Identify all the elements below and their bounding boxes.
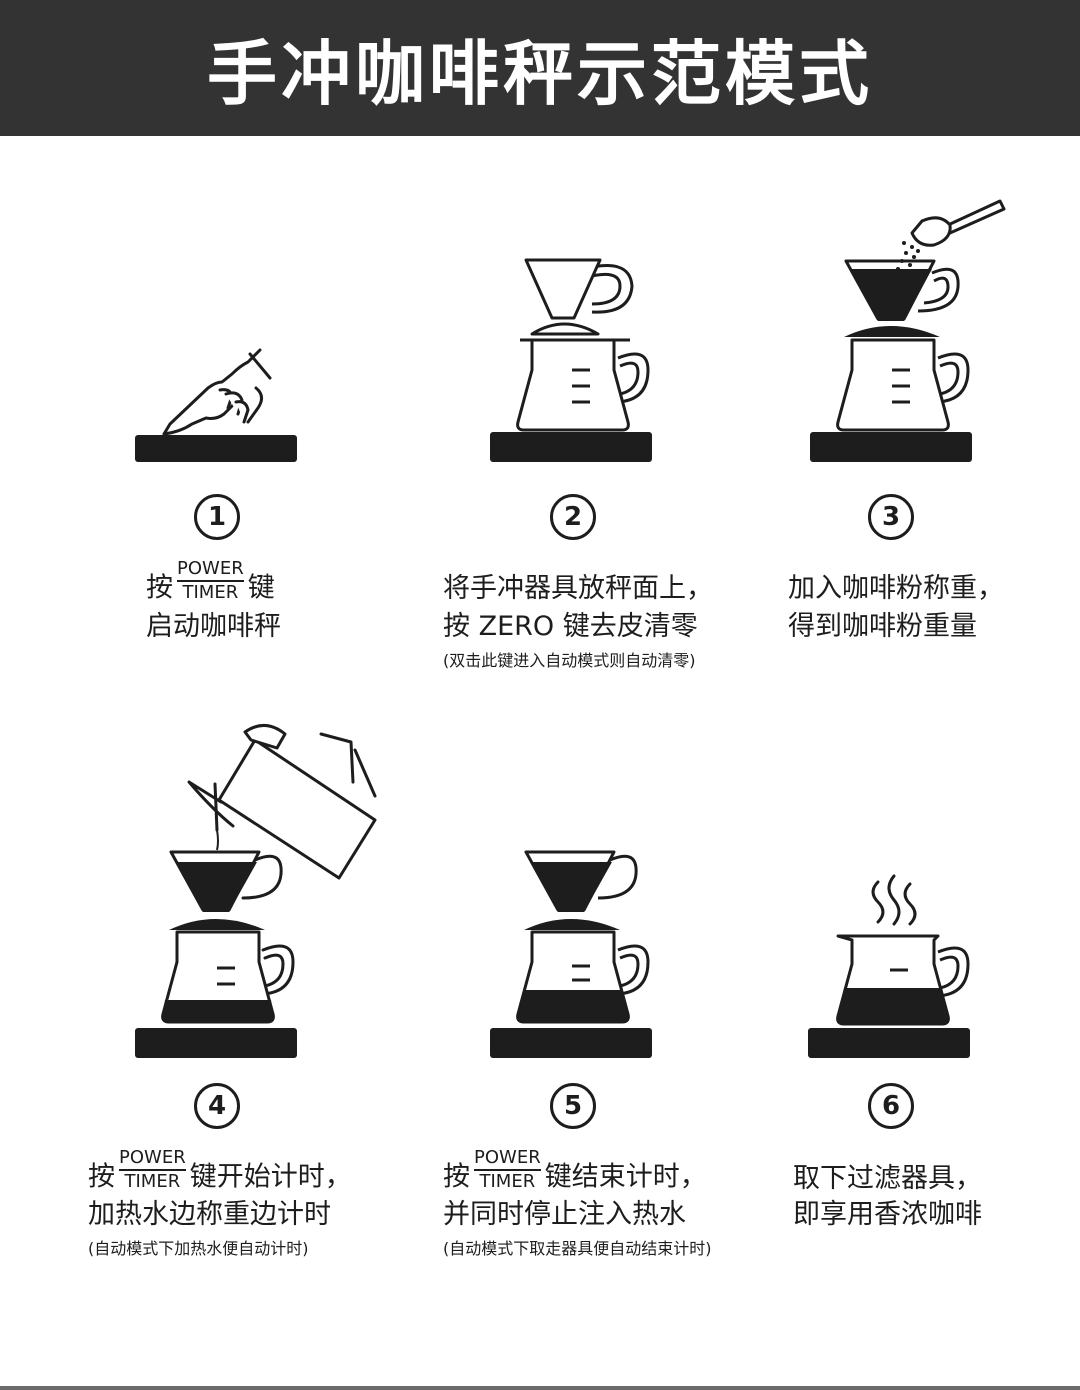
step-5-note: (自动模式下取走器具便自动结束计时): [443, 1239, 712, 1258]
step-1-key: 键: [247, 572, 275, 604]
scale-platform: [808, 1028, 970, 1058]
step-4-press: 按: [88, 1161, 115, 1193]
step-5-line2: 并同时停止注入热水: [443, 1199, 686, 1230]
step-5-number: 5: [550, 1083, 596, 1129]
step-5-key: 键结束计时，: [544, 1161, 707, 1193]
step-4-line2: 加热水边称重边计时: [88, 1199, 331, 1230]
step-1-line2: 启动咖啡秤: [146, 611, 281, 642]
step-1-number: 1: [194, 494, 240, 540]
coffee-scoop-icon: [810, 199, 1006, 462]
step-1-press: 按: [146, 572, 173, 604]
step-2-note: (双击此键进入自动模式则自动清零): [443, 651, 696, 670]
step-4-number: 4: [194, 1083, 240, 1129]
step-5-press: 按: [443, 1161, 470, 1193]
kettle-pour-icon: [135, 724, 377, 1058]
step-6-number: 6: [868, 1083, 914, 1129]
step-2-line1: 将手冲器具放秤面上，: [443, 573, 713, 604]
title-bar: 手冲咖啡秤示范模式: [0, 0, 1080, 136]
timer-label: TIMER: [119, 1169, 186, 1193]
steaming-server-icon: [808, 874, 970, 1058]
step-2-line2: 按 ZERO 键去皮清零: [443, 611, 698, 642]
step-4-key: 键开始计时，: [189, 1161, 352, 1193]
power-label: POWER: [119, 1147, 186, 1168]
timer-label: TIMER: [177, 580, 244, 604]
scale-platform: [135, 1028, 297, 1058]
bottom-border: [0, 1386, 1080, 1390]
finger-press-icon: [135, 348, 297, 462]
step-6-line2: 即享用香浓咖啡: [793, 1199, 982, 1230]
step-6-line1: 取下过滤器具，: [793, 1163, 982, 1194]
scale-platform: [490, 1028, 652, 1058]
step-3-line2: 得到咖啡粉重量: [788, 611, 977, 642]
scale-platform: [490, 432, 652, 462]
dripper-brewed-icon: [490, 850, 652, 1058]
dripper-server-icon: [490, 258, 652, 462]
power-label: POWER: [474, 1147, 541, 1168]
step-3-line1: 加入咖啡粉称重，: [788, 573, 1004, 604]
step-2-number: 2: [550, 494, 596, 540]
timer-label: TIMER: [474, 1169, 541, 1193]
page-title: 手冲咖啡秤示范模式: [207, 32, 873, 115]
step-3-number: 3: [868, 494, 914, 540]
scale-platform: [135, 435, 297, 462]
power-label: POWER: [177, 558, 244, 579]
scale-platform: [810, 432, 972, 462]
step-4-note: (自动模式下加热水便自动计时): [88, 1239, 309, 1258]
